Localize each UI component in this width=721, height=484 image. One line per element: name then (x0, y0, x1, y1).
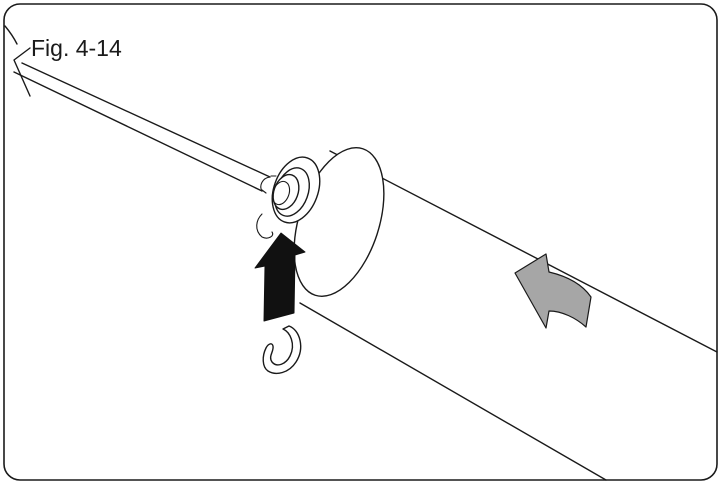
up-arrow-icon (254, 232, 306, 322)
bearing-assembly (256, 156, 321, 239)
roller-shaft (13, 62, 271, 192)
curved-arrow-icon (514, 253, 592, 329)
e-ring-clip-icon (262, 325, 302, 374)
figure-caption: Fig. 4-14 (31, 35, 122, 61)
shaft-end-marks (4, 25, 31, 97)
